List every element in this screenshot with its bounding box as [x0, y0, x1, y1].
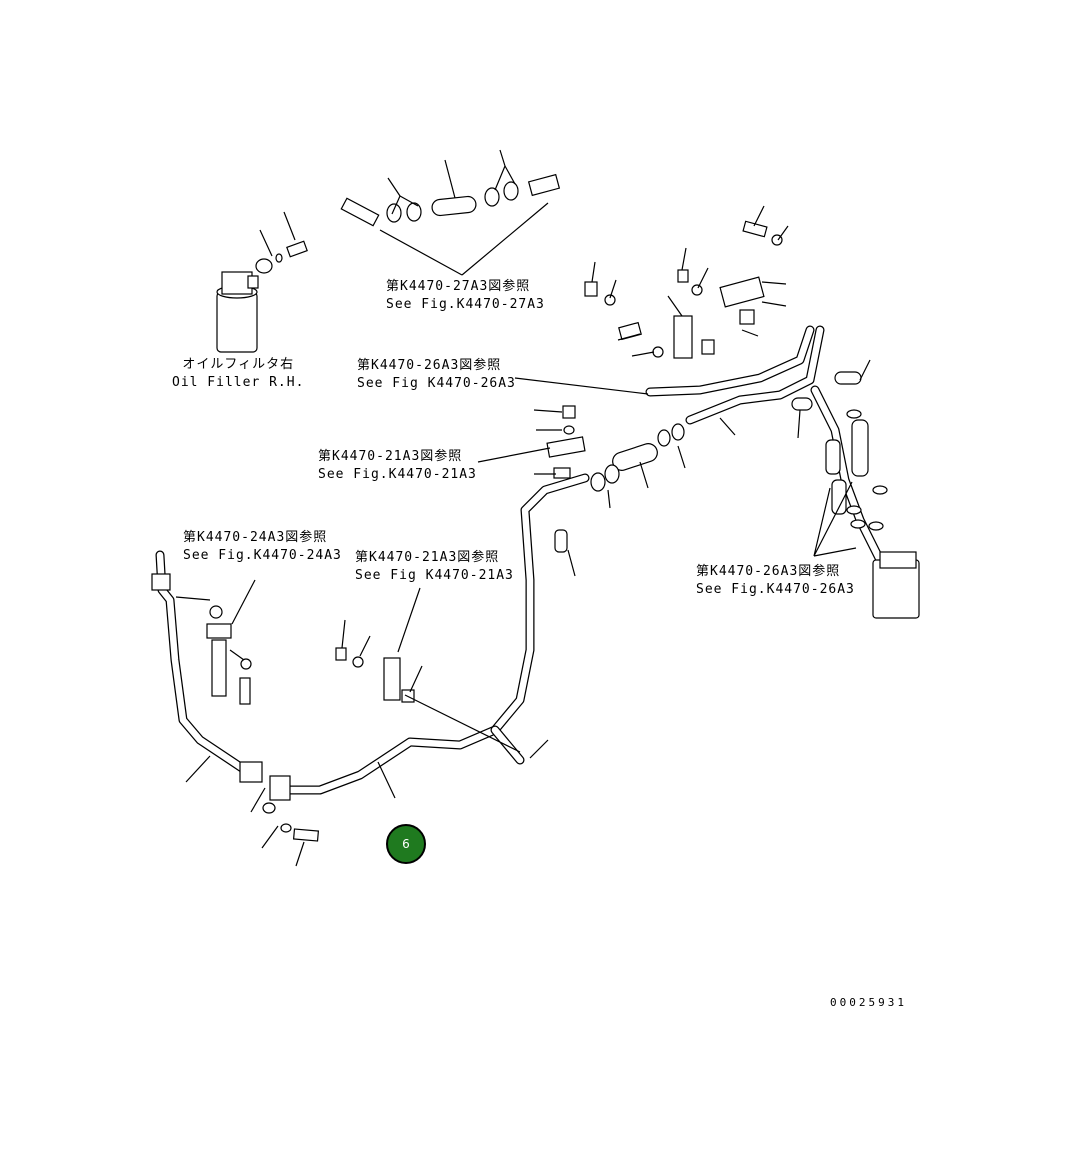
- middle-bracket-parts: [335, 647, 415, 703]
- oil-filter-en: Oil Filler R.H.: [172, 375, 305, 390]
- ref-26a3-right-jp: 第K4470-26A3図参照: [696, 564, 841, 579]
- ref-27a3-jp: 第K4470-27A3図参照: [386, 279, 531, 294]
- ref-26a3-right-label: 第K4470-26A3図参照 See Fig.K4470-26A3: [696, 563, 855, 599]
- callout-badge[interactable]: 6: [386, 824, 426, 864]
- oil-filter-label: オイルフィルタ右 Oil Filler R.H.: [172, 356, 304, 392]
- top-hose-parts: [340, 173, 561, 227]
- middle-hose-parts: [546, 405, 685, 553]
- ref-26a3-top-jp: 第K4470-26A3図参照: [357, 358, 502, 373]
- ref-24a3-jp: 第K4470-24A3図参照: [183, 530, 328, 545]
- ref-27a3-label: 第K4470-27A3図参照 See Fig.K4470-27A3: [386, 278, 545, 314]
- ref-21a3-top-label: 第K4470-21A3図参照 See Fig.K4470-21A3: [318, 448, 477, 484]
- upper-bracket-parts: [584, 220, 862, 411]
- leader-lines: [175, 149, 871, 867]
- ref-26a3-top-en: See Fig K4470-26A3: [357, 376, 516, 391]
- ref-21a3-mid-label: 第K4470-21A3図参照 See Fig K4470-21A3: [355, 549, 514, 585]
- ref-21a3-mid-jp: 第K4470-21A3図参照: [355, 550, 500, 565]
- ref-21a3-top-en: See Fig.K4470-21A3: [318, 467, 477, 482]
- oil-filter-part: [216, 240, 308, 353]
- ref-24a3-label: 第K4470-24A3図参照 See Fig.K4470-24A3: [183, 529, 342, 565]
- left-bracket-parts: [151, 573, 320, 842]
- callout-label: 6: [402, 837, 410, 851]
- ref-21a3-top-jp: 第K4470-21A3図参照: [318, 449, 463, 464]
- ref-24a3-en: See Fig.K4470-24A3: [183, 548, 342, 563]
- right-hose-parts: [825, 409, 920, 619]
- oil-filter-jp: オイルフィルタ右: [182, 357, 295, 372]
- ref-27a3-en: See Fig.K4470-27A3: [386, 297, 545, 312]
- ref-26a3-right-en: See Fig.K4470-26A3: [696, 582, 855, 597]
- document-number: 00025931: [830, 996, 907, 1009]
- ref-26a3-top-label: 第K4470-26A3図参照 See Fig K4470-26A3: [357, 357, 516, 393]
- upper-tube-line: [645, 325, 885, 565]
- ref-21a3-mid-en: See Fig K4470-21A3: [355, 568, 514, 583]
